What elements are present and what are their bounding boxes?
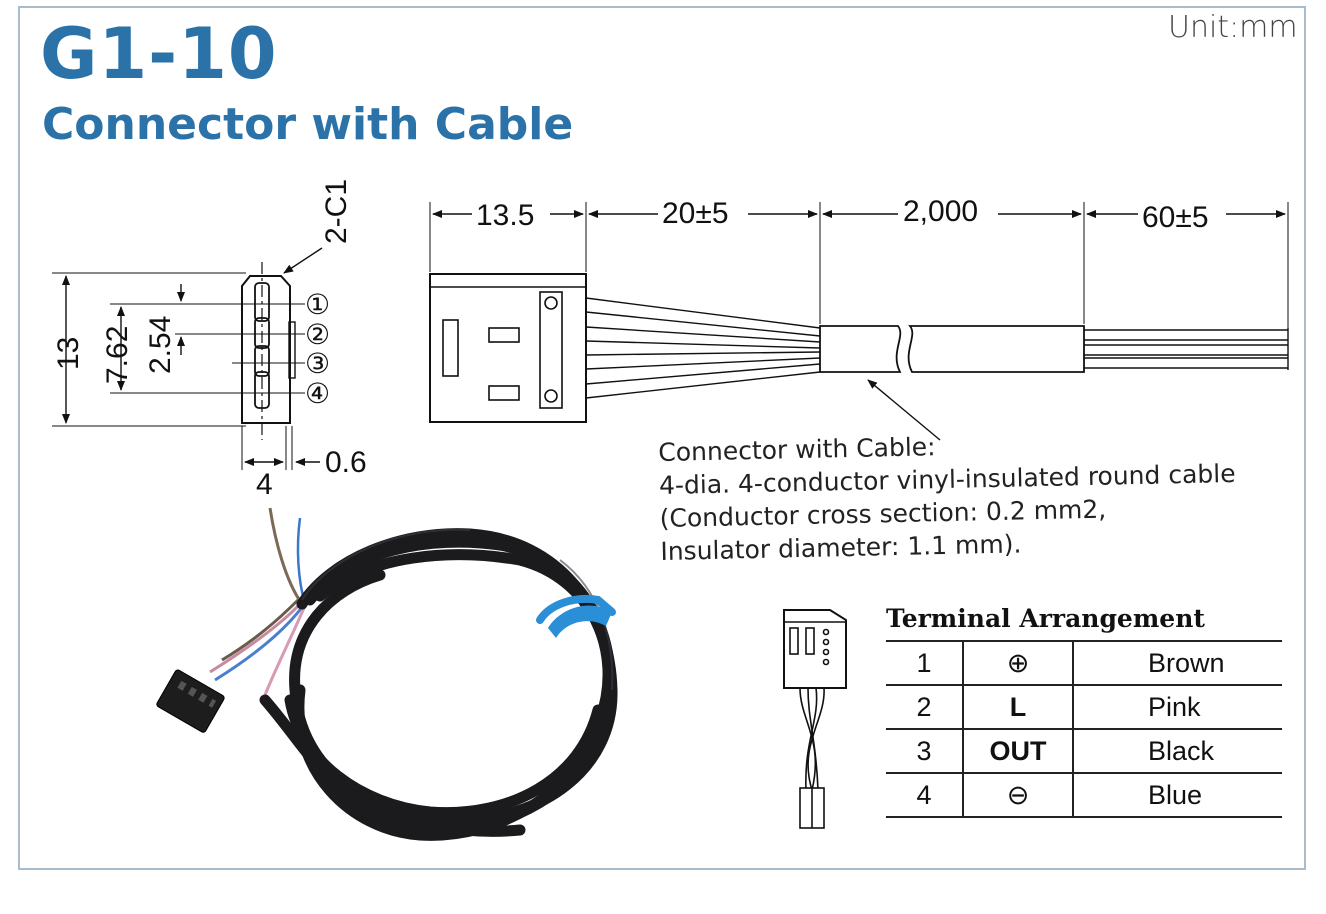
terminal-number: 3 [886,728,964,774]
cable-jacket [819,325,902,373]
dim-pitch-span: 7.62 [101,326,134,384]
dim-strip-length: 20±5 [662,197,729,230]
dim-chamfer: 2-C1 [320,179,353,244]
lead-wires [1084,329,1288,369]
dim-offset: 0.6 [325,446,367,479]
side-connector-body [429,273,587,423]
pin-label-1: ① [305,289,330,320]
terminal-symbol: OUT [963,728,1074,774]
terminal-number: 2 [886,684,964,730]
dim-connector-length: 13.5 [476,199,534,232]
product-subtitle: Connector with Cable [42,99,574,150]
table-row: 1 ⊕ Brown [886,640,1282,686]
dim-width: 4 [256,468,273,501]
wire-color: Brown [1073,640,1282,686]
terminal-symbol: ⊖ [963,772,1074,818]
terminal-connector-illustration [783,609,847,829]
terminal-number: 1 [886,640,964,686]
terminal-arrangement-title: Terminal Arrangement [886,604,1205,633]
front-connector-tab [288,321,296,379]
table-row: 4 ⊖ Blue [886,772,1282,818]
wire-color: Black [1073,728,1282,774]
pin-label-4: ④ [305,378,330,409]
cable-tie [548,605,612,638]
terminal-symbol: ⊕ [963,640,1074,686]
terminal-number: 4 [886,772,964,818]
table-row: 2 L Pink [886,684,1282,730]
side-view [429,202,1289,441]
pin-label-2: ② [305,319,330,350]
terminal-symbol: L [963,684,1074,730]
wire-color: Blue [1073,772,1282,818]
front-connector-outline [241,275,291,424]
unit-label: Unit:mm [1168,10,1298,45]
dim-cable-length: 2,000 [903,195,978,228]
table-row: 3 OUT Black [886,728,1282,774]
model-number: G1-10 [40,13,278,95]
cable-note: Connector with Cable: 4-dia. 4-conductor… [658,422,1321,568]
cable-jacket-continued [907,325,1085,373]
pin-label-3: ③ [305,348,330,379]
wire-color: Pink [1073,684,1282,730]
dim-lead-length: 60±5 [1142,201,1209,234]
wire-bundle [585,297,821,399]
front-view [52,247,323,470]
terminal-arrangement-table: 1 ⊕ Brown 2 L Pink 3 OUT Black 4 ⊖ Blue [886,640,1282,818]
dim-pitch: 2.54 [144,316,177,374]
dim-height: 13 [52,337,85,370]
cable-photo [156,507,618,841]
